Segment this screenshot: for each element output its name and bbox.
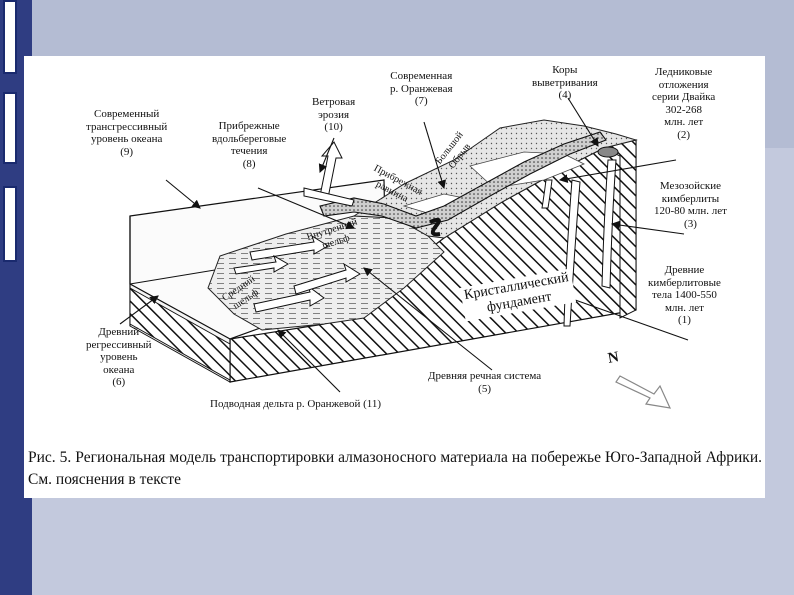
background-band [765,148,794,498]
sidebar-tab [3,0,17,74]
north-label: N [607,351,620,365]
figure-caption: Рис. 5. Региональная модель транспортиро… [28,447,762,491]
label-underwater-delta: Подводная дельта р. Оранжевой (11) [210,398,381,411]
north-arrow-icon [616,376,670,408]
label-ancient-river-system: Древняя речная система(5) [428,370,541,395]
background-band [32,498,794,595]
sidebar-tab [3,92,17,164]
sidebar-tab [3,186,17,262]
